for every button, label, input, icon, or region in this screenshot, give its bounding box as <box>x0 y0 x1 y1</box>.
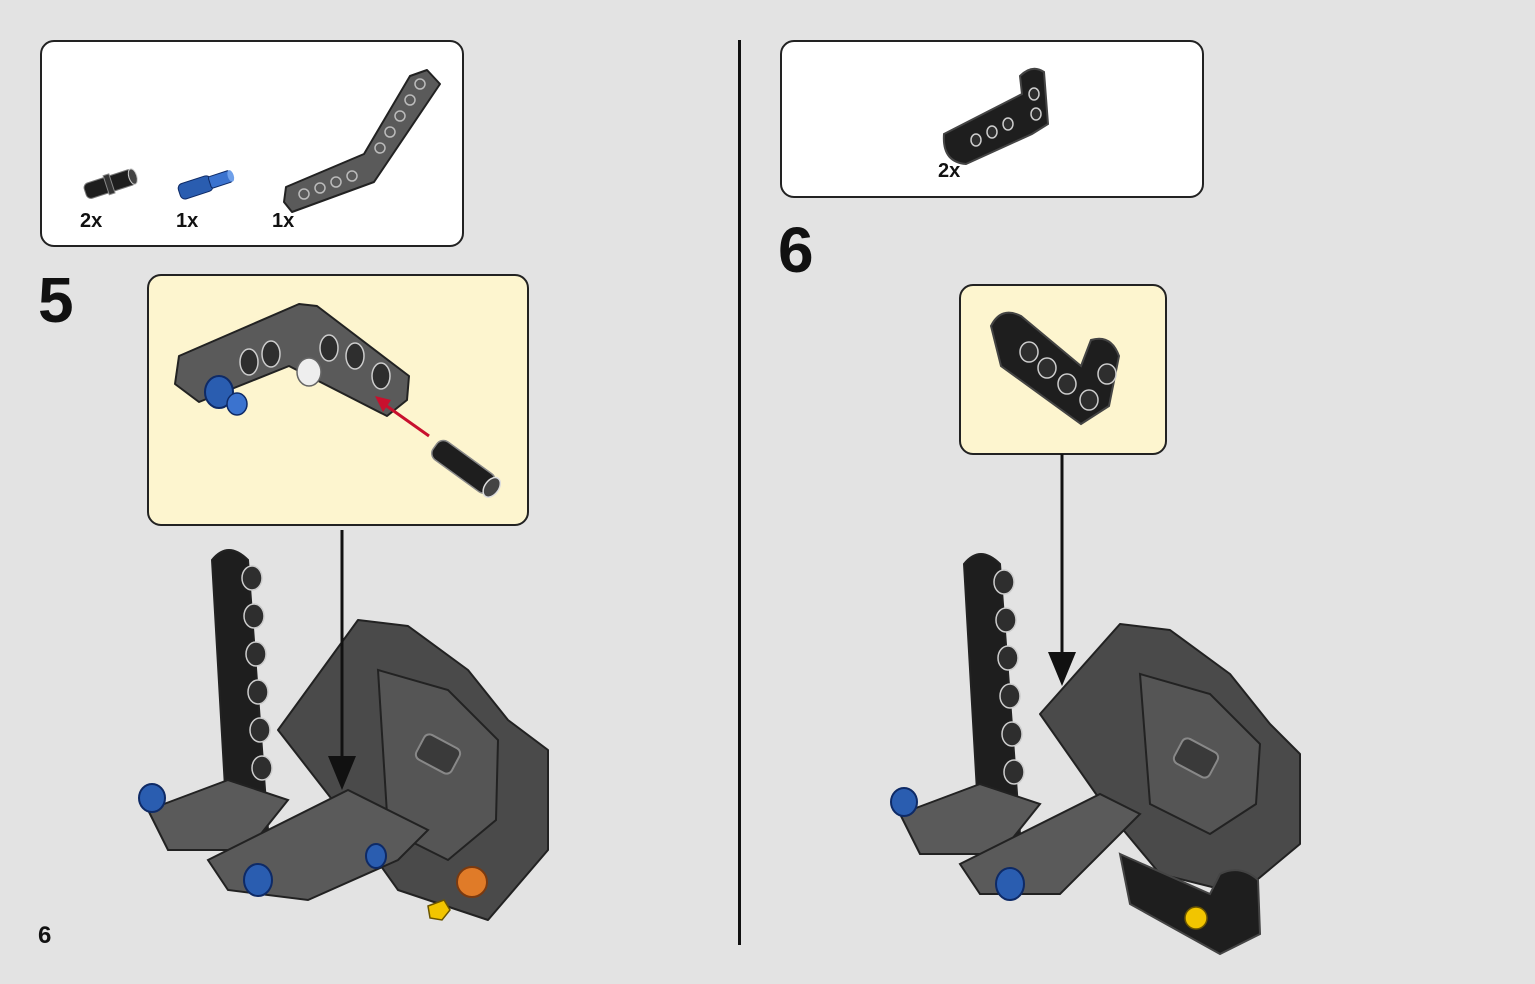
dark-gray-bent-beam-icon <box>283 69 441 213</box>
parts-list-step-5: 2x 1x 1x <box>40 40 464 247</box>
page-divider <box>738 40 741 945</box>
parts-list-step-6: 2x <box>780 40 1204 198</box>
main-model-step-5 <box>138 530 549 921</box>
step-number-6: 6 <box>778 214 814 286</box>
black-friction-pin-icon <box>83 168 138 199</box>
subassembly-step-5 <box>147 274 529 526</box>
subassembly-l-beam-icon <box>989 311 1121 426</box>
step-number-5: 5 <box>38 264 74 336</box>
subassembly-bent-beam-icon <box>174 303 502 498</box>
part-qty-blue-pin: 1x <box>176 210 199 232</box>
main-model-step-6 <box>890 454 1301 956</box>
blue-axle-pin-icon <box>177 170 235 200</box>
part-qty-bent-beam: 1x <box>272 210 295 232</box>
part-qty-black-pin: 2x <box>80 210 103 232</box>
black-l-beam-icon <box>942 67 1050 166</box>
part-qty-l-beam: 2x <box>938 160 961 182</box>
page-number: 6 <box>38 922 52 949</box>
subassembly-step-6 <box>959 284 1167 455</box>
